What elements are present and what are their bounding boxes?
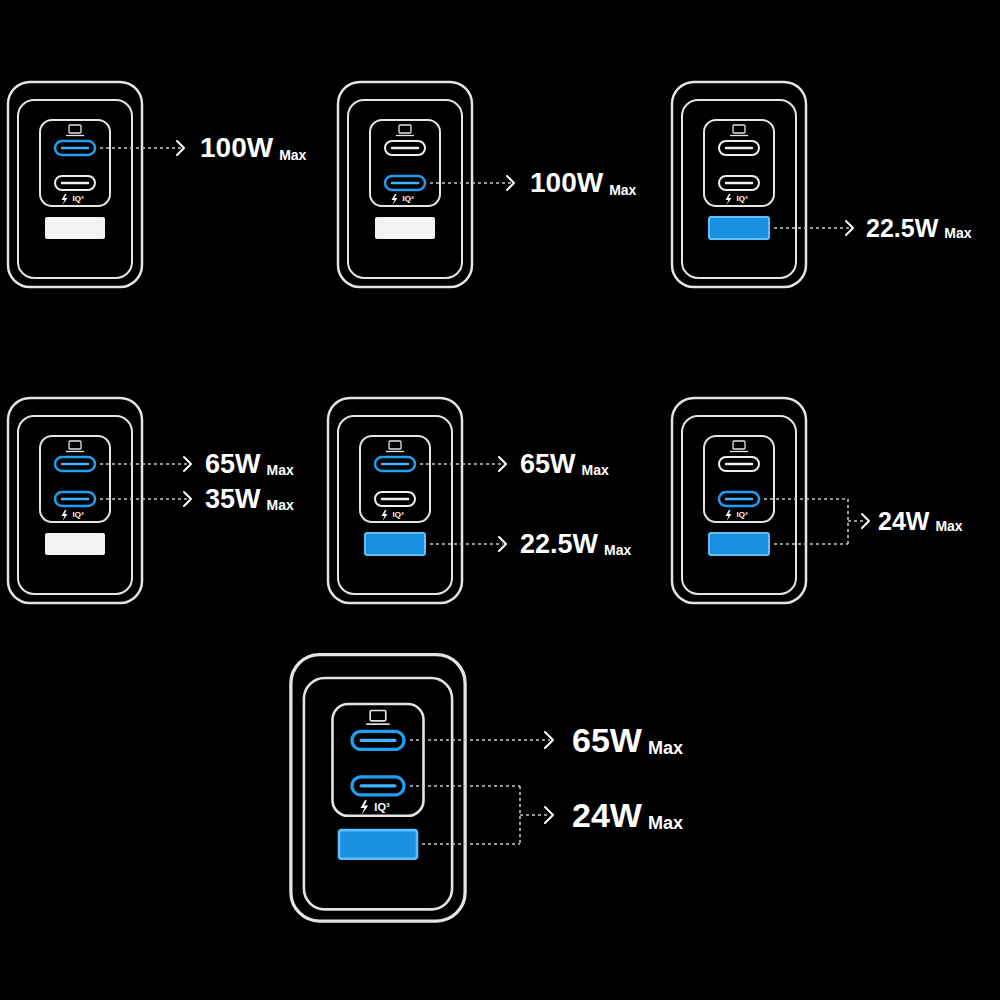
wattage-label: 65W — [520, 451, 576, 478]
unit-label: Max — [944, 226, 971, 240]
charger-part — [45, 217, 105, 239]
charger — [328, 398, 462, 603]
charger-part — [410, 739, 550, 741]
charger — [8, 398, 142, 603]
charger-part — [719, 141, 759, 155]
charger-part — [410, 785, 520, 787]
charger-part — [385, 141, 425, 155]
charger-part — [709, 533, 769, 555]
arrow-heads — [177, 141, 869, 823]
charger-part — [520, 814, 550, 816]
technology-label: IQ³ — [736, 195, 747, 203]
charger-part — [672, 398, 806, 603]
charger — [672, 398, 806, 603]
charger-part — [774, 227, 850, 229]
charger-part — [55, 492, 95, 506]
charger-part — [352, 731, 404, 749]
charger-part — [430, 182, 511, 184]
charger-part — [499, 537, 506, 551]
technology-label: IQ³ — [392, 511, 403, 519]
charger-part — [545, 732, 553, 748]
wattage-label: 35W — [205, 486, 261, 513]
unit-label: Max — [582, 463, 609, 477]
unit-label: Max — [604, 543, 631, 557]
charger-part — [184, 457, 191, 471]
charger-part — [719, 176, 759, 190]
unit-label: Max — [279, 148, 306, 162]
charger-part — [177, 141, 184, 155]
wattage-label: 22.5W — [866, 216, 938, 241]
charger-part — [420, 463, 503, 465]
wattage-label: 22.5W — [520, 531, 598, 558]
charger-part — [375, 217, 435, 239]
charger-part — [719, 457, 759, 471]
technology-label: IQ³ — [402, 195, 413, 203]
charger-part — [672, 82, 806, 287]
charger-part — [545, 807, 553, 823]
charger-part — [709, 217, 769, 239]
technology-label: IQ³ — [72, 511, 83, 519]
charger-part — [385, 176, 425, 190]
wattage-label: 100W — [200, 134, 273, 162]
unit-label: Max — [935, 519, 962, 533]
wattage-label: 65W — [572, 723, 642, 757]
charger — [291, 655, 465, 922]
charger-part — [328, 398, 462, 603]
charger-part — [507, 176, 514, 190]
charger-part — [846, 221, 853, 235]
wattage-label: 24W — [878, 509, 929, 534]
wattage-label: 65W — [205, 451, 261, 478]
charger-part — [8, 398, 142, 603]
charger — [672, 82, 806, 287]
technology-label: IQ³ — [736, 511, 747, 519]
charger-part — [774, 543, 848, 545]
charger-part — [55, 457, 95, 471]
charger — [8, 82, 142, 287]
charger-part — [375, 492, 415, 506]
charger-part — [8, 82, 142, 287]
unit-label: Max — [267, 498, 294, 512]
charger-part — [862, 514, 869, 528]
charger-part — [764, 498, 848, 500]
unit-label: Max — [609, 183, 636, 197]
charger-part — [55, 141, 95, 155]
charger-part — [291, 655, 465, 922]
charger-part — [339, 830, 417, 859]
charger-part — [45, 533, 105, 555]
charger-part — [375, 457, 415, 471]
charger-part — [352, 777, 404, 795]
wattage-label: 24W — [572, 798, 642, 832]
charger-part — [422, 843, 520, 845]
charger-part — [55, 176, 95, 190]
charger-part — [719, 492, 759, 506]
leader-lines — [100, 148, 866, 844]
unit-label: Max — [648, 814, 683, 832]
unit-label: Max — [648, 739, 683, 757]
technology-label: IQ³ — [374, 802, 389, 813]
charger-part — [100, 463, 188, 465]
charger-part — [100, 498, 188, 500]
charger-part — [184, 492, 191, 506]
charger-part — [365, 533, 425, 555]
wattage-label: 100W — [530, 169, 603, 197]
charger-part — [499, 457, 506, 471]
charger-part — [430, 543, 503, 545]
charger-part — [338, 82, 472, 287]
unit-label: Max — [267, 463, 294, 477]
technology-label: IQ³ — [72, 195, 83, 203]
charger — [338, 82, 472, 287]
charger-part — [848, 520, 866, 522]
charger-part — [100, 147, 181, 149]
